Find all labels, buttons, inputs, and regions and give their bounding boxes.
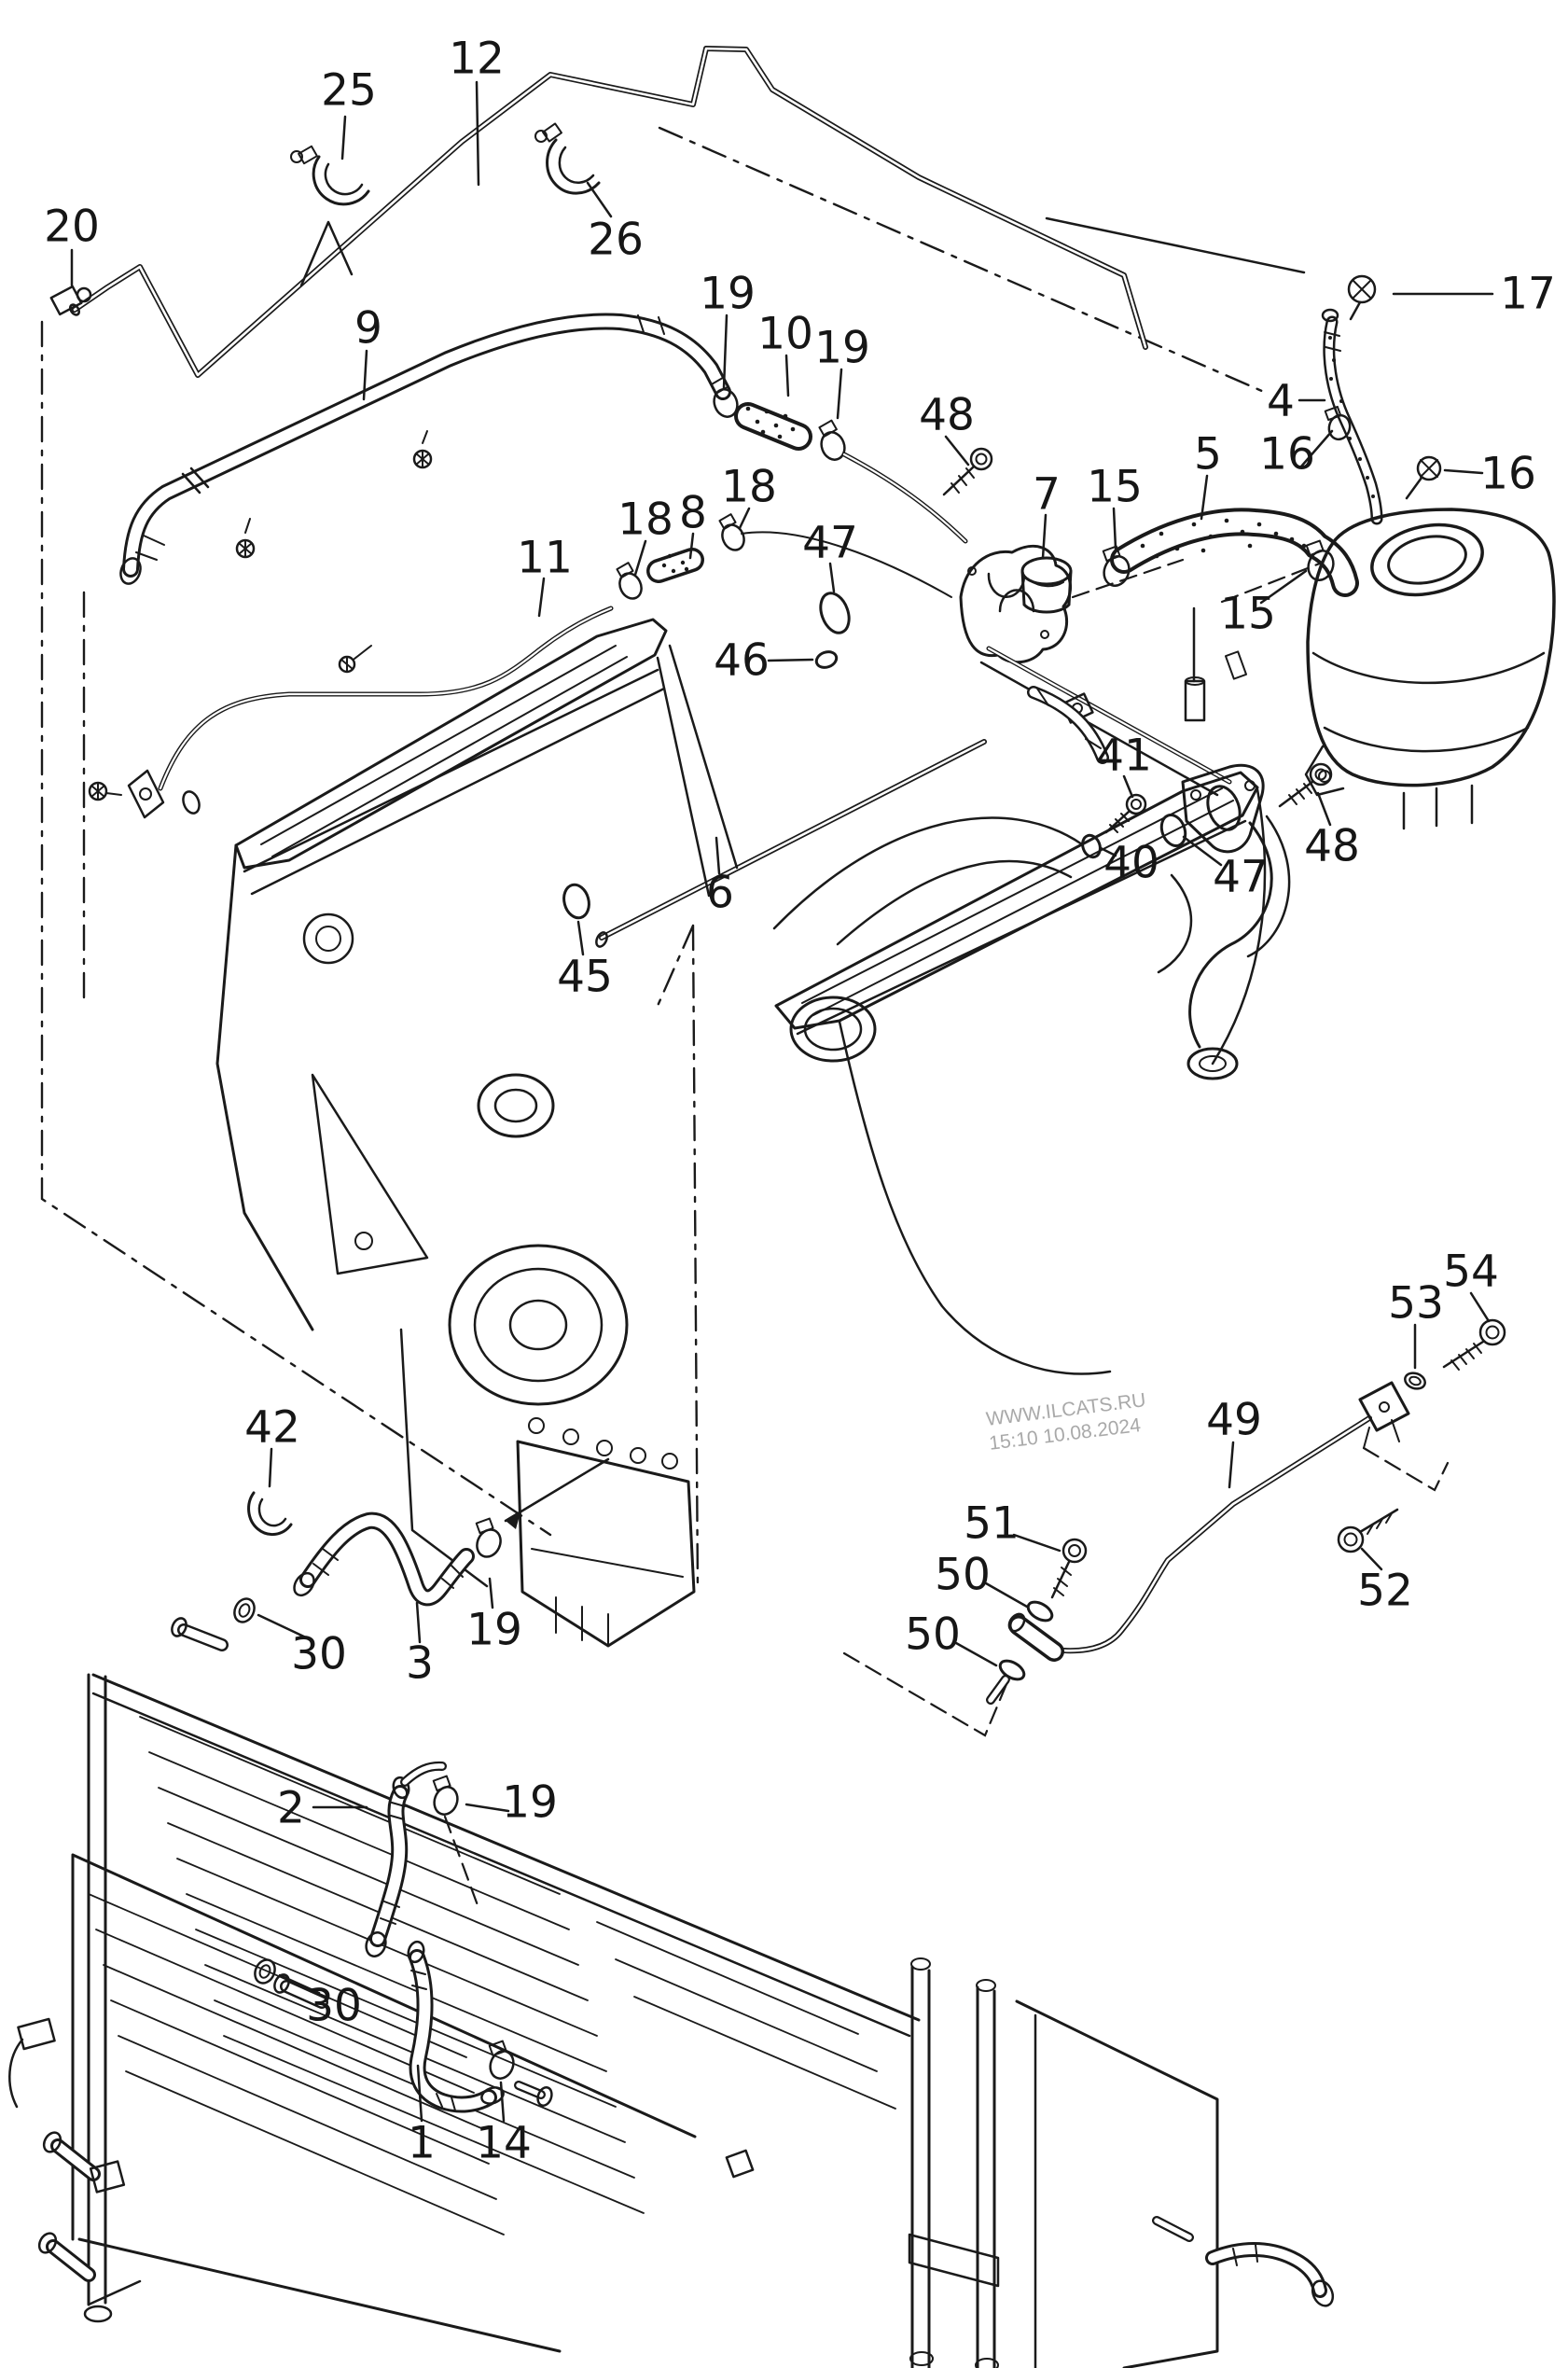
- expansion-tank: [1304, 508, 1556, 830]
- callout-5: 5: [1194, 429, 1222, 481]
- bolt-52: [1337, 1508, 1399, 1553]
- callout-30: 30: [291, 1629, 347, 1680]
- hose-clamp-19-left: [710, 376, 739, 418]
- hose-clamp-19-right: [818, 419, 968, 544]
- callout-11: 11: [517, 533, 573, 584]
- callout-26: 26: [588, 215, 644, 266]
- callout-50: 50: [905, 1609, 961, 1661]
- callout-19: 19: [700, 269, 756, 320]
- o-ring-30-lower: [254, 1958, 276, 1985]
- radiator-hose-1: [407, 1940, 553, 2113]
- callout-18: 18: [617, 494, 673, 546]
- callout-19: 19: [502, 1777, 558, 1829]
- callout-41: 41: [1096, 731, 1152, 782]
- callout-19: 19: [814, 323, 870, 374]
- callout-46: 46: [714, 635, 770, 687]
- coolant-pipe-6: [595, 739, 987, 948]
- hose-clamp-20: [49, 285, 92, 316]
- callout-10: 10: [757, 309, 813, 360]
- hose-4-dotted: [1321, 308, 1383, 525]
- callout-25: 25: [321, 65, 377, 117]
- washer-40: [1081, 833, 1102, 859]
- o-ring-45: [562, 883, 590, 920]
- callout-42: 42: [244, 1402, 300, 1454]
- bolt-54: [1442, 1318, 1506, 1371]
- callout-16: 16: [1480, 449, 1536, 500]
- callout-6: 6: [706, 868, 734, 919]
- callout-52: 52: [1357, 1566, 1413, 1617]
- callout-50: 50: [935, 1550, 991, 1601]
- radiator-hose-3: [293, 1511, 475, 1607]
- bolt-48-upper: [942, 447, 993, 496]
- o-ring-46: [814, 650, 839, 669]
- hose-clamp-19-hose2: [432, 1775, 459, 1816]
- spring-clip-25: [290, 145, 370, 206]
- dotted-sleeve-10: [734, 402, 812, 451]
- callout-19: 19: [466, 1605, 522, 1656]
- radiator-assembly: [8, 1617, 1335, 2368]
- callout-48: 48: [919, 390, 975, 441]
- callout-20: 20: [44, 202, 100, 253]
- washer-53: [1404, 1372, 1426, 1390]
- seal-ring-50-upper: [1026, 1600, 1054, 1623]
- callout-45: 45: [557, 952, 613, 1003]
- seal-ring-50-lower: [998, 1659, 1026, 1681]
- callout-30: 30: [306, 1981, 362, 2032]
- callout-14: 14: [476, 2118, 532, 2169]
- engine-block: [215, 618, 1291, 1648]
- bolt-16: [1405, 455, 1442, 500]
- callout-40: 40: [1103, 838, 1159, 889]
- coolant-junction-rail: [979, 606, 1248, 797]
- section-boundary-lines: [40, 126, 1450, 1907]
- callout-9: 9: [354, 303, 382, 355]
- vent-pipe-11: [88, 606, 614, 819]
- hose-clamp-19-hose3: [475, 1457, 610, 1558]
- retaining-clip-42: [247, 1491, 293, 1537]
- leader-lines: [70, 80, 1494, 2123]
- callout-18: 18: [721, 462, 777, 513]
- callout-8: 8: [679, 488, 707, 539]
- hose-clamp-14: [488, 2040, 515, 2080]
- callout-47: 47: [1213, 852, 1269, 903]
- callout-47: 47: [802, 518, 858, 569]
- callout-2: 2: [277, 1783, 305, 1834]
- callout-16: 16: [1259, 429, 1315, 481]
- banjo-bolt-51: [1050, 1538, 1088, 1599]
- callout-49: 49: [1206, 1395, 1262, 1446]
- callout-4: 4: [1267, 376, 1295, 427]
- callout-1: 1: [408, 2118, 436, 2169]
- radiator-hose-2: [365, 1761, 447, 1957]
- hose-clamp-26: [534, 122, 601, 195]
- callout-48: 48: [1304, 821, 1360, 872]
- filler-cap-7: [1020, 556, 1073, 614]
- callout-15: 15: [1087, 462, 1143, 513]
- hose-clamp-15-left: [1102, 545, 1131, 587]
- callout-12: 12: [449, 34, 505, 85]
- callout-17: 17: [1500, 269, 1556, 320]
- callout-51: 51: [964, 1498, 1020, 1550]
- vent-tube-12: [68, 46, 1148, 378]
- clamp-18-bushing-8-clamp-18: [616, 513, 952, 600]
- bolt-17: [1347, 274, 1377, 321]
- callout-3: 3: [406, 1638, 434, 1690]
- callout-7: 7: [1033, 469, 1061, 521]
- oil-line-49: [986, 1415, 1372, 1705]
- breather-hose-9: [119, 313, 731, 585]
- pipe-bracket-49: [1358, 1381, 1410, 1449]
- thermostat-housing: [959, 544, 1072, 664]
- callout-53: 53: [1388, 1278, 1444, 1330]
- callout-54: 54: [1443, 1247, 1499, 1298]
- watermark: WWW.ILCATS.RU 15:10 10.08.2024: [985, 1389, 1147, 1455]
- o-ring-30-upper: [233, 1597, 256, 1623]
- callout-15: 15: [1220, 589, 1276, 640]
- o-ring-47-upper: [819, 592, 851, 634]
- hose-5-dotted: [1110, 508, 1359, 597]
- hose-clamp-16: [1324, 405, 1352, 441]
